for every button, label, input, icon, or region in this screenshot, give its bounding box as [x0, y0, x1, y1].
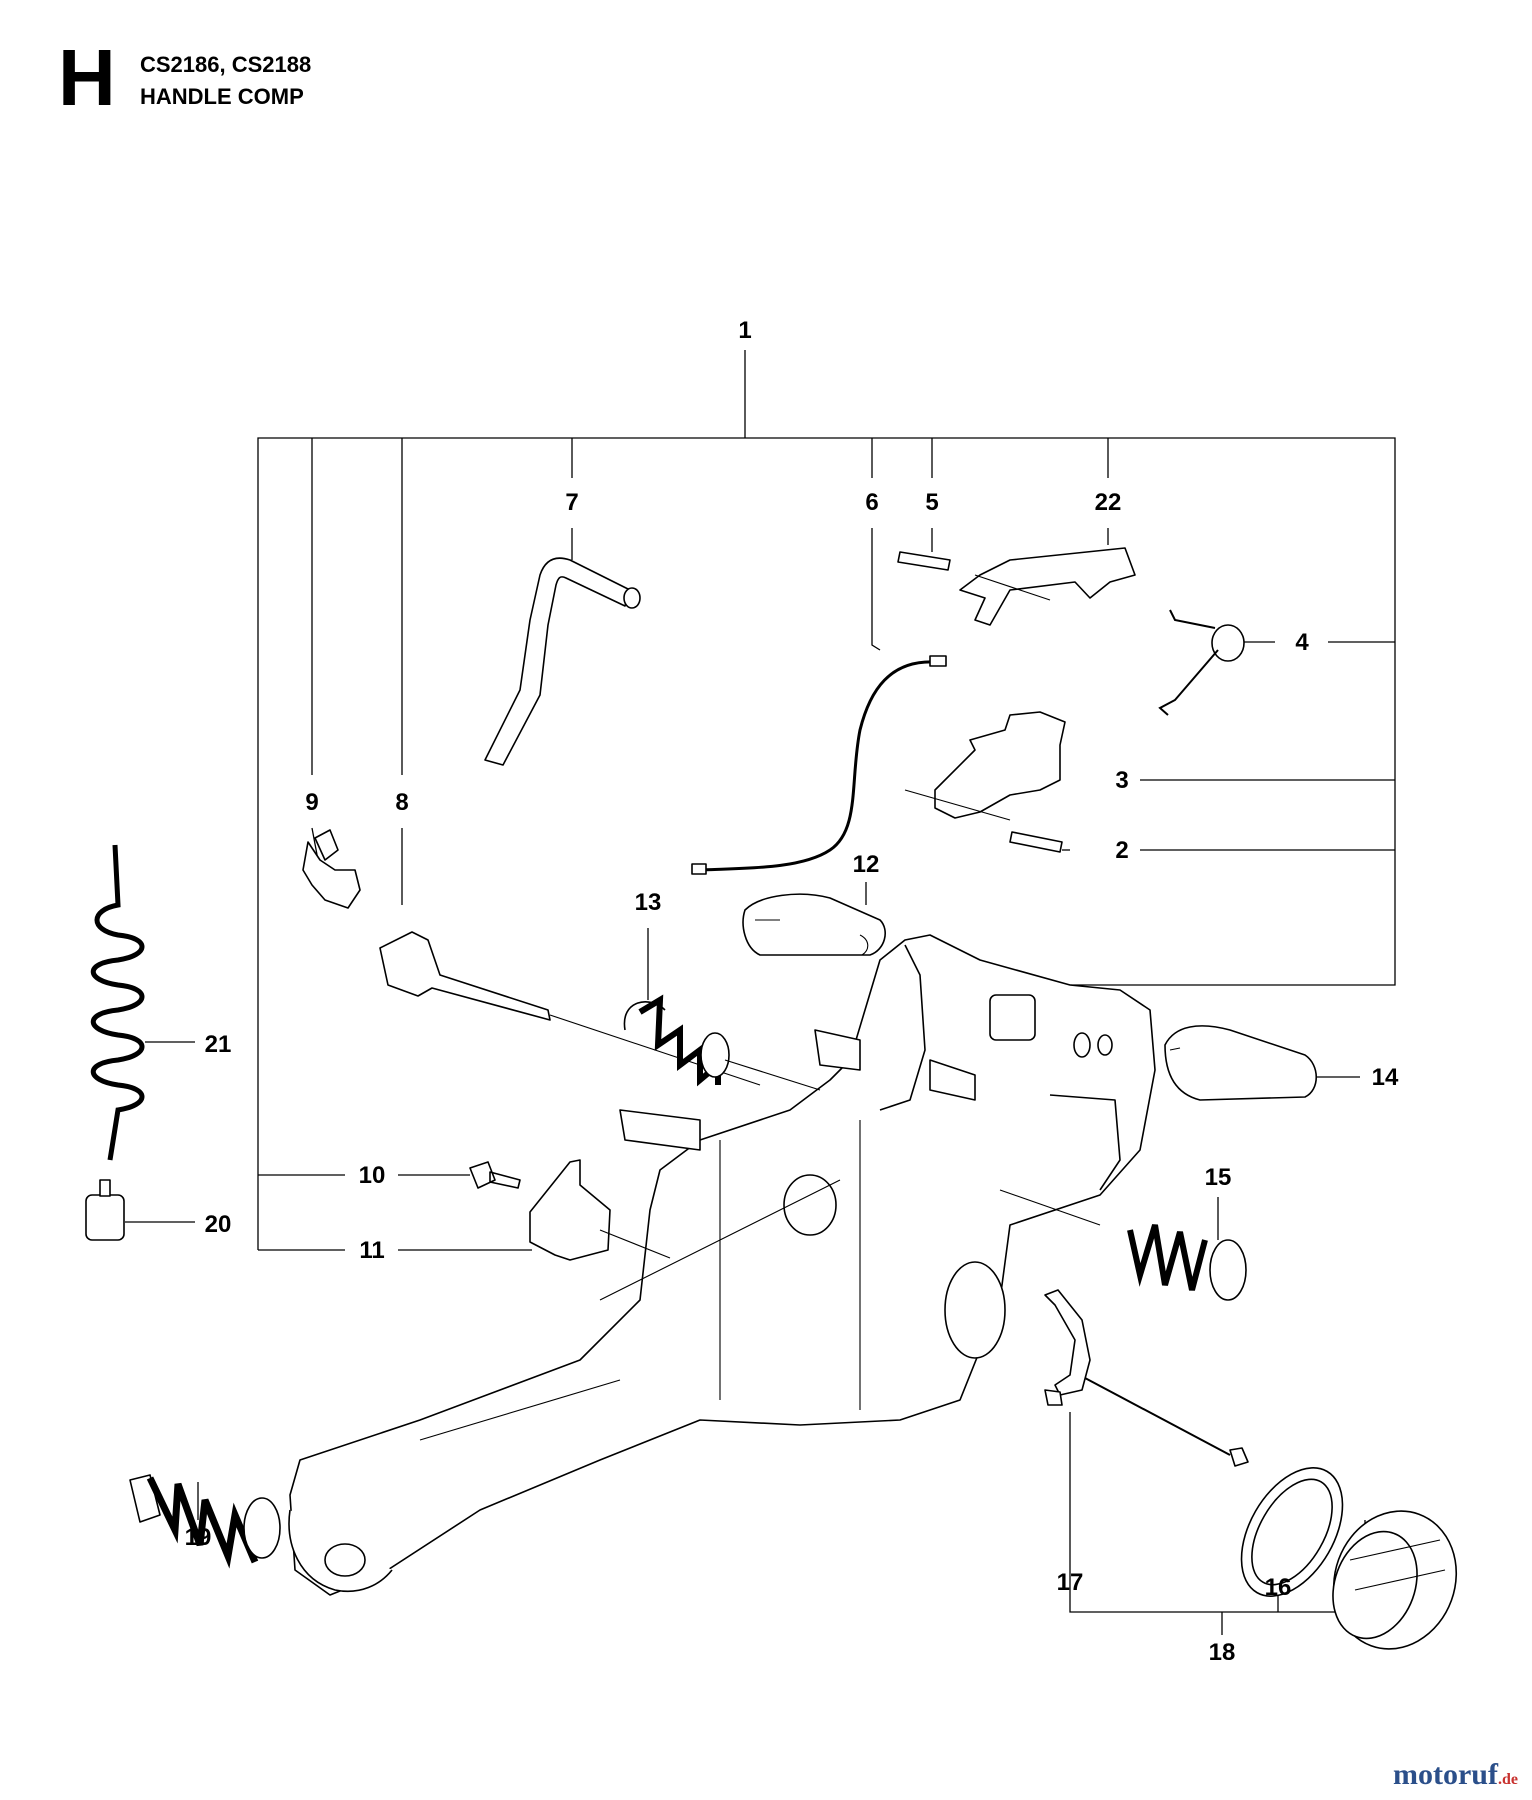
choke-rod — [1044, 1289, 1249, 1467]
callout-20: 20 — [205, 1211, 232, 1238]
watermark-suffix: .de — [1498, 1771, 1518, 1788]
callout-9: 9 — [305, 789, 318, 816]
rear-handle-housing — [288, 934, 1156, 1596]
callout-21: 21 — [205, 1031, 232, 1058]
model-numbers: CS2186, CS2188 — [140, 52, 312, 77]
fuel-filter — [85, 1179, 125, 1241]
callout-17: 17 — [1057, 1569, 1084, 1596]
callout-5: 5 — [925, 489, 938, 516]
av-spring-15 — [999, 1189, 1247, 1301]
callout-13: 13 — [635, 889, 662, 916]
pin-lower — [1009, 831, 1063, 853]
section-letter: H — [58, 33, 116, 122]
hose-end — [623, 587, 641, 609]
callout-19: 19 — [185, 1524, 212, 1551]
fuel-hose — [484, 557, 631, 766]
callout-11: 11 — [359, 1237, 384, 1264]
callout-10: 10 — [359, 1162, 386, 1189]
cable-end-top — [929, 655, 947, 667]
callout-numbers: 1 2 3 4 5 6 7 8 9 10 11 12 13 14 15 16 1… — [185, 317, 1399, 1666]
fuel-hose-coil — [90, 844, 145, 1161]
pin-upper — [897, 551, 951, 571]
av-spring-13 — [623, 994, 821, 1091]
group-title: HANDLE COMP — [140, 84, 304, 109]
callout-15: 15 — [1205, 1164, 1232, 1191]
clip — [529, 1159, 611, 1261]
throttle-lockout — [959, 547, 1136, 626]
screw — [469, 1161, 521, 1189]
throttle-cable — [699, 660, 936, 872]
callout-14: 14 — [1372, 1064, 1399, 1091]
fuel-cap — [1332, 1510, 1458, 1650]
throttle-trigger — [934, 711, 1066, 819]
leader-lines — [125, 350, 1396, 1635]
callout-4: 4 — [1295, 629, 1309, 656]
callout-7: 7 — [565, 489, 578, 516]
callout-16: 16 — [1265, 1574, 1292, 1601]
valve-fitting — [302, 841, 361, 909]
seal-ring — [1240, 1467, 1344, 1597]
callout-8: 8 — [395, 789, 408, 816]
callout-12: 12 — [853, 851, 880, 878]
cable-end-bottom — [691, 863, 707, 875]
grip-cover-top — [742, 893, 886, 956]
av-spring-19 — [129, 1474, 281, 1569]
grip-cover-side — [1164, 1025, 1318, 1101]
callout-2: 2 — [1115, 837, 1128, 864]
impulse-line — [379, 931, 551, 1021]
callout-3: 3 — [1115, 767, 1128, 794]
callout-1: 1 — [738, 317, 751, 344]
callout-22: 22 — [1095, 489, 1122, 516]
callout-18: 18 — [1209, 1639, 1236, 1666]
callout-6: 6 — [865, 489, 878, 516]
watermark-logo: motoruf.de — [1393, 1758, 1518, 1792]
watermark-text: motoruf — [1393, 1758, 1498, 1791]
torsion-spring — [1158, 609, 1245, 716]
